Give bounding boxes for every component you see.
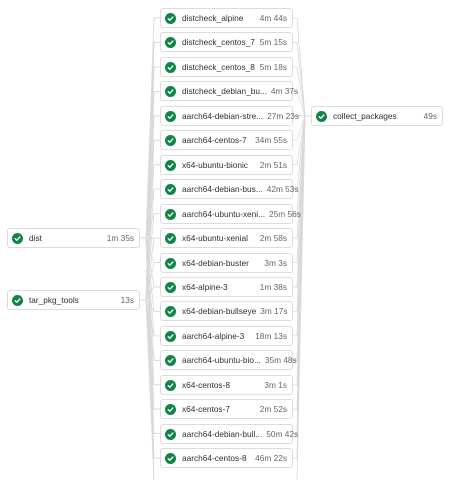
job-1-17[interactable]: aarch64-debian-bull...50m 42s bbox=[160, 424, 298, 444]
job-1-3[interactable]: distcheck_debian_bu...4m 37s bbox=[160, 81, 298, 101]
job-link bbox=[140, 66, 160, 301]
job-duration: 2m 58s bbox=[259, 233, 287, 243]
success-status-icon bbox=[165, 452, 176, 464]
job-duration: 25m 56s bbox=[269, 209, 301, 219]
job-0-1[interactable]: tar_pkg_tools 13s bbox=[7, 290, 140, 310]
job-duration: 46m 22s bbox=[255, 453, 287, 463]
job-1-2[interactable]: distcheck_centos_8 5m 18s bbox=[160, 57, 293, 77]
job-name: aarch64-debian-bull... bbox=[182, 429, 263, 439]
job-name: x64-ubuntu-bionic bbox=[182, 160, 248, 170]
job-2-0[interactable]: collect_packages 49s bbox=[311, 106, 443, 126]
job-name: aarch64-ubuntu-xeni... bbox=[182, 209, 266, 219]
job-duration: 1m 35s bbox=[106, 233, 134, 243]
job-duration: 18m 13s bbox=[255, 331, 287, 341]
success-status-icon bbox=[165, 330, 176, 342]
job-1-15[interactable]: x64-centos-8 3m 1s bbox=[160, 375, 293, 395]
job-duration: 27m 23s bbox=[267, 111, 299, 121]
success-status-icon bbox=[165, 305, 176, 317]
job-name: x64-centos-7 bbox=[182, 404, 230, 414]
job-1-5[interactable]: aarch64-centos-7 34m 55s bbox=[160, 130, 293, 150]
job-duration: 5m 15s bbox=[259, 37, 287, 47]
job-1-11[interactable]: x64-alpine-3 1m 38s bbox=[160, 277, 293, 297]
job-1-14[interactable]: aarch64-ubuntu-bio...35m 48s bbox=[160, 350, 297, 370]
job-1-9[interactable]: x64-ubuntu-xenial 2m 58s bbox=[160, 228, 293, 248]
job-name: x64-centos-8 bbox=[182, 380, 230, 390]
job-name: distcheck_centos_8 bbox=[182, 62, 255, 72]
job-duration: 3m 17s bbox=[260, 306, 288, 316]
job-link bbox=[296, 115, 311, 480]
success-status-icon bbox=[165, 257, 176, 269]
job-name: distcheck_debian_bu... bbox=[182, 86, 267, 96]
success-status-icon bbox=[165, 379, 176, 391]
job-1-1[interactable]: distcheck_centos_7 5m 15s bbox=[160, 32, 293, 52]
job-1-7[interactable]: aarch64-debian-bus...42m 53s bbox=[160, 179, 299, 199]
job-link bbox=[140, 299, 155, 480]
job-name: collect_packages bbox=[333, 111, 397, 121]
job-1-10[interactable]: x64-debian-buster 3m 3s bbox=[160, 253, 293, 273]
job-duration: 49s bbox=[423, 111, 437, 121]
success-status-icon bbox=[165, 110, 176, 122]
success-status-icon bbox=[165, 232, 176, 244]
job-duration: 2m 51s bbox=[259, 160, 287, 170]
job-name: aarch64-alpine-3 bbox=[182, 331, 245, 341]
success-status-icon bbox=[165, 208, 176, 220]
job-name: aarch64-debian-stre... bbox=[182, 111, 264, 121]
job-1-4[interactable]: aarch64-debian-stre...27m 23s bbox=[160, 106, 299, 126]
job-1-6[interactable]: x64-ubuntu-bionic 2m 51s bbox=[160, 155, 293, 175]
job-duration: 13s bbox=[120, 295, 134, 305]
job-duration: 35m 48s bbox=[264, 355, 297, 365]
success-status-icon bbox=[165, 12, 176, 24]
success-status-icon bbox=[165, 354, 176, 366]
job-duration: 1m 38s bbox=[259, 282, 287, 292]
job-duration: 4m 44s bbox=[259, 13, 287, 23]
success-status-icon bbox=[165, 61, 176, 73]
job-name: aarch64-debian-bus... bbox=[182, 184, 263, 194]
job-1-8[interactable]: aarch64-ubuntu-xeni...25m 56s bbox=[160, 204, 301, 224]
job-name: tar_pkg_tools bbox=[29, 295, 79, 305]
job-link bbox=[140, 237, 155, 480]
job-duration: 3m 1s bbox=[264, 380, 287, 390]
job-1-18[interactable]: aarch64-centos-8 46m 22s bbox=[160, 448, 293, 468]
job-name: aarch64-ubuntu-bio... bbox=[182, 355, 261, 365]
success-status-icon bbox=[165, 36, 176, 48]
job-duration: 50m 42s bbox=[266, 429, 299, 439]
success-status-icon bbox=[165, 134, 176, 146]
job-name: x64-alpine-3 bbox=[182, 282, 228, 292]
job-name: aarch64-centos-8 bbox=[182, 453, 247, 463]
job-1-13[interactable]: aarch64-alpine-3 18m 13s bbox=[160, 326, 293, 346]
job-duration: 34m 55s bbox=[255, 135, 287, 145]
job-name: x64-ubuntu-xenial bbox=[182, 233, 248, 243]
job-0-0[interactable]: dist 1m 35s bbox=[7, 228, 140, 248]
success-status-icon bbox=[165, 281, 176, 293]
success-status-icon bbox=[165, 403, 176, 415]
job-name: dist bbox=[29, 233, 42, 243]
job-duration: 2m 52s bbox=[259, 404, 287, 414]
success-status-icon bbox=[165, 159, 176, 171]
job-duration: 4m 37s bbox=[270, 86, 299, 96]
job-name: x64-debian-bullseye bbox=[182, 306, 257, 316]
success-status-icon bbox=[12, 294, 23, 306]
job-1-0[interactable]: distcheck_alpine 4m 44s bbox=[160, 8, 293, 28]
success-status-icon bbox=[316, 110, 327, 122]
job-name: x64-debian-buster bbox=[182, 258, 249, 268]
job-name: aarch64-centos-7 bbox=[182, 135, 247, 145]
job-duration: 3m 3s bbox=[264, 258, 287, 268]
success-status-icon bbox=[165, 85, 176, 97]
success-status-icon bbox=[12, 232, 23, 244]
success-status-icon bbox=[165, 428, 176, 440]
job-name: distcheck_alpine bbox=[182, 13, 244, 23]
job-duration: 5m 18s bbox=[259, 62, 287, 72]
success-status-icon bbox=[165, 183, 176, 195]
job-name: distcheck_centos_7 bbox=[182, 37, 255, 47]
job-1-16[interactable]: x64-centos-7 2m 52s bbox=[160, 399, 293, 419]
job-duration: 42m 53s bbox=[266, 184, 299, 194]
